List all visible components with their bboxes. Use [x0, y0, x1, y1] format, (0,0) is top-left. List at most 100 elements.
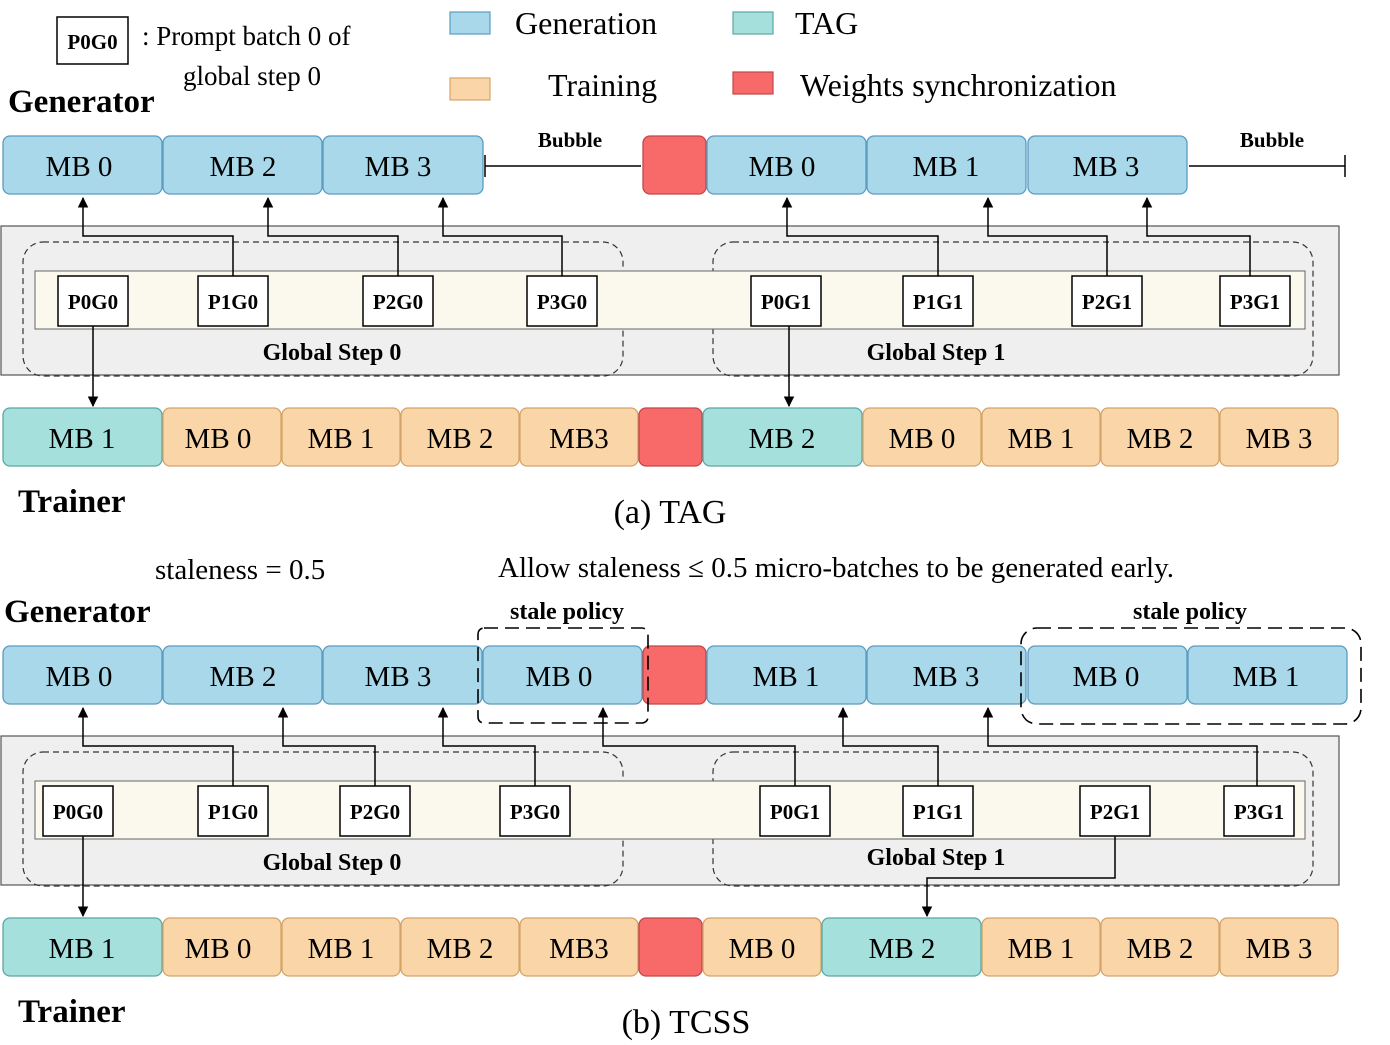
- svg-text:P2G0: P2G0: [373, 290, 423, 314]
- svg-text:MB 2: MB 2: [749, 423, 816, 455]
- global-step-0-region: [22, 241, 624, 377]
- trainer-block-training: MB3: [519, 407, 639, 467]
- global-step-0-region: [22, 751, 624, 887]
- svg-text:MB 2: MB 2: [210, 661, 277, 693]
- svg-text:MB 2: MB 2: [1127, 933, 1194, 965]
- svg-text:P2G1: P2G1: [1090, 800, 1140, 824]
- svg-text:P1G1: P1G1: [913, 290, 963, 314]
- svg-text:P1G0: P1G0: [208, 290, 258, 314]
- arrow-p2g0-to-mb2: [277, 706, 376, 786]
- svg-text:MB 0: MB 0: [46, 661, 113, 693]
- trainer-block-training: MB 1: [981, 407, 1101, 467]
- arrow-p3g0-to-mb3: [437, 196, 563, 276]
- generator-block-generation: MB 0: [2, 645, 163, 705]
- prompt-batch-box: P1G0: [197, 275, 269, 327]
- panel-b: staleness = 0.5 Allow staleness ≤ 0.5 mi…: [0, 552, 1362, 1041]
- svg-text:P2G0: P2G0: [350, 800, 400, 824]
- legend-label-generation: Generation: [515, 5, 657, 41]
- svg-text:P0G0: P0G0: [53, 800, 103, 824]
- svg-text:MB 0: MB 0: [729, 933, 796, 965]
- trainer-block-training: MB 0: [162, 407, 282, 467]
- stale-policy-label: stale policy: [510, 599, 624, 625]
- legend-swatch-tag: [732, 11, 774, 35]
- trainer-block-training: MB 0: [162, 917, 282, 977]
- block-label: MB 3: [365, 151, 432, 183]
- trainer-block-training: MB 2: [400, 917, 520, 977]
- trainer-block-training: MB 3: [1219, 917, 1339, 977]
- legend-key-box: [56, 16, 129, 65]
- legend-key-box-label: P0G0: [67, 30, 117, 54]
- panel-b-generator-row: MB 0 MB 2 MB 3 MB 0 MB 1 MB 3: [2, 645, 1348, 705]
- weights-sync-block: [638, 917, 703, 977]
- panel-a: Generator MB 0 MB 2 MB 3 Bubble: [0, 84, 1346, 531]
- svg-text:MB 1: MB 1: [49, 933, 116, 965]
- panel-a-arrows: [77, 196, 1251, 408]
- prompt-batch-box: P3G0: [526, 275, 598, 327]
- trainer-block-training: MB 1: [281, 917, 401, 977]
- svg-text:MB 2: MB 2: [869, 933, 936, 965]
- svg-text:MB 3: MB 3: [365, 661, 432, 693]
- staleness-label: staleness = 0.5: [155, 554, 325, 586]
- arrow-p1g1-to-mb0: [781, 196, 939, 276]
- trainer-block-tag: MB 1: [2, 917, 163, 977]
- svg-text:MB 0: MB 0: [889, 423, 956, 455]
- generator-block-generation: MB 2: [162, 135, 323, 195]
- legend-swatch-sync: [732, 71, 774, 95]
- staleness-note: Allow staleness ≤ 0.5 micro-batches to b…: [498, 552, 1174, 584]
- svg-text:MB3: MB3: [549, 423, 609, 455]
- trainer-block-training: MB 1: [981, 917, 1101, 977]
- stale-policy-box: [477, 627, 649, 724]
- panel-b-arrows: [77, 706, 1258, 918]
- arrow-p2g1-to-mb1: [982, 196, 1108, 276]
- svg-text:MB 3: MB 3: [913, 661, 980, 693]
- trainer-block-training: MB 2: [1100, 407, 1220, 467]
- bubble-indicator: Bubble: [484, 128, 641, 177]
- prompt-batch-box: P3G0: [499, 785, 571, 837]
- trainer-block-training: MB 2: [1100, 917, 1220, 977]
- svg-text:MB 2: MB 2: [427, 933, 494, 965]
- svg-text:P0G1: P0G1: [770, 800, 820, 824]
- generator-block-generation: MB 1: [866, 135, 1027, 195]
- svg-text:MB 3: MB 3: [1246, 933, 1313, 965]
- prompt-batch-box: P3G1: [1219, 275, 1291, 327]
- svg-text:P1G0: P1G0: [208, 800, 258, 824]
- legend-swatch-training: [449, 77, 491, 101]
- stale-policy-label: stale policy: [1133, 599, 1247, 625]
- generator-block-generation: MB 3: [866, 645, 1027, 705]
- arrow-p1g1-to-mb1: [837, 706, 939, 786]
- bubble-indicator: Bubble: [1189, 128, 1346, 177]
- svg-text:P3G0: P3G0: [537, 290, 587, 314]
- svg-text:MB 1: MB 1: [753, 661, 820, 693]
- panel-a-generator-label: Generator: [8, 84, 155, 120]
- prompt-batch-box: P0G1: [759, 785, 831, 837]
- trainer-block-training: MB3: [519, 917, 639, 977]
- svg-text:MB 0: MB 0: [526, 661, 593, 693]
- prompt-batch-box: P0G0: [42, 785, 114, 837]
- legend: P0G0 : Prompt batch 0 of global step 0 G…: [56, 5, 1116, 103]
- svg-text:MB 2: MB 2: [427, 423, 494, 455]
- svg-text:MB 1: MB 1: [49, 423, 116, 455]
- prompt-batch-box: P1G1: [902, 275, 974, 327]
- legend-label-training: Training: [548, 67, 657, 103]
- global-step-1-label: Global Step 1: [867, 845, 1006, 871]
- legend-label-sync: Weights synchronization: [800, 67, 1116, 103]
- stale-policy-box: [1020, 627, 1362, 725]
- prompt-batch-box: P2G1: [1079, 785, 1151, 837]
- prompt-batch-box: P2G0: [339, 785, 411, 837]
- svg-text:MB 0: MB 0: [1073, 661, 1140, 693]
- prompt-batch-box: P1G0: [197, 785, 269, 837]
- svg-text:P0G0: P0G0: [68, 290, 118, 314]
- arrow-p2g1-to-trainer: [921, 836, 1116, 918]
- svg-text:MB 1: MB 1: [308, 423, 375, 455]
- arrow-p0g1-to-stale-mb0: [597, 706, 796, 786]
- panel-b-prompt-area: P0G0 P1G0 P2G0 P3G0 P0G1 P1G1: [0, 735, 1340, 887]
- trainer-block-training: MB 3: [1219, 407, 1339, 467]
- panel-b-caption: (b) TCSS: [622, 1004, 751, 1041]
- svg-text:P3G1: P3G1: [1230, 290, 1280, 314]
- trainer-block-tag: MB 1: [2, 407, 163, 467]
- prompt-batch-box: P2G0: [362, 275, 434, 327]
- svg-text:MB 1: MB 1: [1008, 933, 1075, 965]
- svg-text:P2G1: P2G1: [1082, 290, 1132, 314]
- block-label: MB 2: [210, 151, 277, 183]
